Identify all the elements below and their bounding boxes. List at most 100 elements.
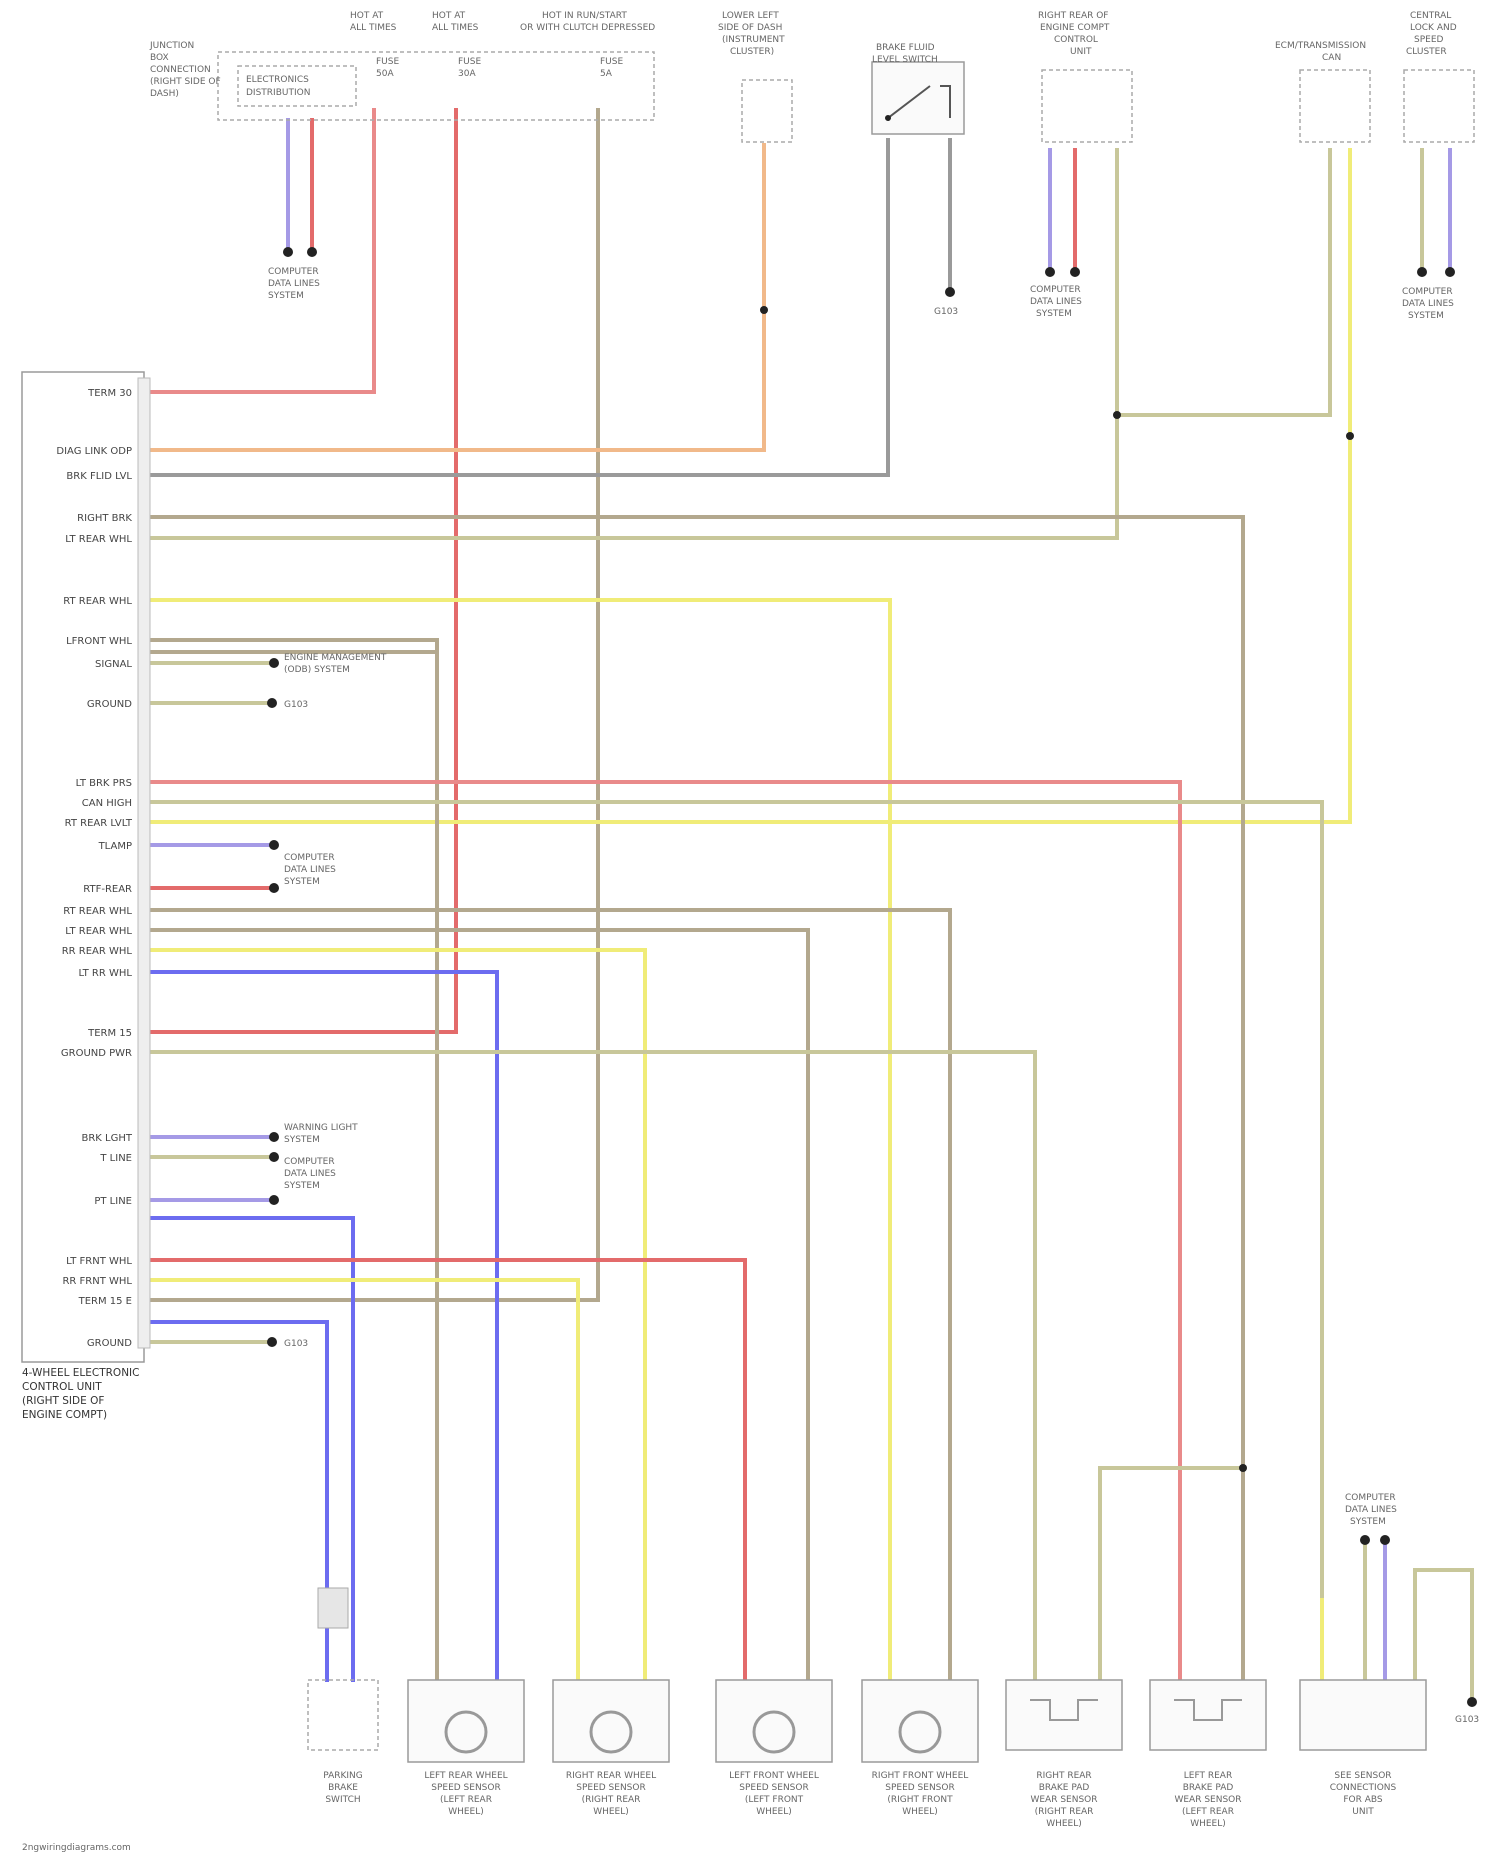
splice-dot-signal	[269, 658, 279, 668]
module-pin-label: TERM 15	[87, 1028, 132, 1039]
bottom-component-caption: SPEED SENSOR	[576, 1783, 646, 1793]
fuse3-header-2: OR WITH CLUTCH DEPRESSED	[520, 23, 655, 33]
wire-can-high	[148, 802, 1322, 1680]
bottom-component-caption: SWITCH	[325, 1795, 360, 1805]
ecm-transmission-module: ECM/TRANSMISSION CAN	[1275, 41, 1370, 440]
mid-module-label-1: ECM/TRANSMISSION	[1275, 41, 1366, 51]
mid-splice-dot	[1346, 432, 1354, 440]
engine-unit-label-3: CONTROL	[1054, 35, 1098, 45]
rr-pad-body	[1006, 1680, 1122, 1750]
bottom-ground-2: DATA LINES	[1345, 1505, 1397, 1515]
distribution-label-2: DISTRIBUTION	[246, 88, 310, 98]
module-pin-label: RR FRNT WHL	[62, 1276, 132, 1287]
module-caption-3: (RIGHT SIDE OF	[22, 1395, 104, 1407]
engine-unit-frame	[1042, 70, 1132, 142]
splice-s3-2: DATA LINES	[284, 865, 336, 875]
module-caption-1: 4-WHEEL ELECTRONIC	[22, 1367, 139, 1379]
abs-ground-dot-2	[1380, 1535, 1390, 1545]
right-module-label-3: SPEED	[1414, 35, 1444, 45]
bottom-component-caption: LEFT FRONT WHEEL	[729, 1771, 819, 1781]
module-pin-label: TERM 15 E	[78, 1296, 132, 1307]
module-pin-label: RT REAR WHL	[63, 906, 132, 917]
bottom-component-caption: BRAKE	[328, 1783, 358, 1793]
bottom-ground-g: G103	[1455, 1715, 1479, 1725]
distribution-label-1: ELECTRONICS	[246, 75, 309, 85]
mid-module-label-2: CAN	[1322, 53, 1341, 63]
bottom-component-caption: LEFT REAR WHEEL	[424, 1771, 507, 1781]
bottom-component-caption: RIGHT FRONT WHEEL	[872, 1771, 969, 1781]
brake-ground-label: G103	[934, 307, 958, 317]
module-splices: ENGINE MANAGEMENT (ODB) SYSTEM G103 COMP…	[267, 653, 1247, 1472]
lr-pad-body	[1150, 1680, 1266, 1750]
module-caption-4: ENGINE COMPT)	[22, 1409, 107, 1421]
wire-mid-yellow	[148, 150, 1350, 822]
bottom-component-caption: (RIGHT REAR	[582, 1795, 641, 1805]
engine-ground-2: DATA LINES	[1030, 297, 1082, 307]
splice-s5-3: SYSTEM	[284, 1181, 320, 1191]
abs-unit	[1300, 1680, 1426, 1750]
fuse3-label-2: 5A	[600, 69, 613, 79]
instrument-cluster: LOWER LEFT SIDE OF DASH (INSTRUMENT CLUS…	[718, 11, 792, 314]
bottom-component-caption: (LEFT REAR	[440, 1795, 492, 1805]
wire-ground-2b	[148, 1322, 327, 1680]
bottom-component-caption: WHEEL)	[448, 1807, 484, 1817]
wire-lt-brk-prs	[148, 782, 1180, 1680]
bottom-component-caption: FOR ABS	[1343, 1795, 1383, 1805]
module-pin-label: LFRONT WHL	[66, 636, 132, 647]
fuse-junction-box: JUNCTION BOX CONNECTION (RIGHT SIDE OF D…	[149, 11, 655, 301]
lf-sensor-body	[716, 1680, 832, 1762]
module-pin-label: RR REAR WHL	[62, 946, 133, 957]
splice-s2: G103	[284, 700, 308, 710]
dist-ground-3: SYSTEM	[268, 291, 304, 301]
splice-dot-tlamp	[269, 840, 279, 850]
splice-dot-ground	[267, 698, 277, 708]
bottom-component-caption: BRAKE PAD	[1039, 1783, 1090, 1793]
cluster-frame	[742, 80, 792, 142]
splice-dot-brk-branch	[1239, 1464, 1247, 1472]
module-pin-label: TERM 30	[87, 388, 132, 399]
bottom-component-caption: CONNECTIONS	[1330, 1783, 1397, 1793]
fuse3-label-1: FUSE	[600, 57, 623, 67]
engine-unit-label-2: ENGINE COMPT	[1040, 23, 1110, 33]
rf-sensor-body	[862, 1680, 978, 1762]
right-module-label-4: CLUSTER	[1406, 47, 1447, 57]
distribution-frame	[238, 66, 356, 106]
bottom-component-caption: SPEED SENSOR	[739, 1783, 809, 1793]
left-front-speed-sensor	[716, 1680, 832, 1762]
bottom-component-caption: WEAR SENSOR	[1174, 1795, 1241, 1805]
junction-label-5: DASH)	[150, 89, 179, 99]
splice-dot-brk-lght	[269, 1132, 279, 1142]
module-pin-label: LT RR WHL	[78, 968, 132, 979]
engine-unit-label-1: RIGHT REAR OF	[1038, 11, 1108, 21]
module-pin-label: LT BRK PRS	[76, 778, 132, 789]
left-rear-speed-sensor	[408, 1680, 524, 1762]
cluster-label-2: SIDE OF DASH	[718, 23, 782, 33]
wire-lt-rr-whl	[148, 972, 497, 1680]
control-module: TERM 30DIAG LINK ODPBRK FLID LVLRIGHT BR…	[22, 372, 150, 1421]
module-pin-label: T LINE	[99, 1153, 132, 1164]
lr-sensor-body	[408, 1680, 524, 1762]
brake-switch-label-2: LEVEL SWITCH	[872, 55, 938, 65]
rr-sensor-body	[553, 1680, 669, 1762]
bottom-component-caption: (LEFT FRONT	[745, 1795, 804, 1805]
splice-s5-1: COMPUTER	[284, 1157, 335, 1167]
module-connector	[138, 378, 150, 1348]
abs-g-dot	[1467, 1697, 1477, 1707]
wire-engine-to-mid	[1117, 150, 1330, 415]
module-pin-labels: TERM 30DIAG LINK ODPBRK FLID LVLRIGHT BR…	[56, 388, 132, 1349]
module-pin-label: RTF-REAR	[83, 884, 132, 895]
module-pin-label: SIGNAL	[95, 659, 132, 670]
bottom-component-caption: SPEED SENSOR	[885, 1783, 955, 1793]
bottom-component-caption: WHEEL)	[1046, 1819, 1082, 1829]
mid-module-frame	[1300, 70, 1370, 142]
splice-s1-1: ENGINE MANAGEMENT	[284, 653, 387, 663]
fuse1-header-1: HOT AT	[350, 11, 384, 21]
wire-term15	[148, 110, 456, 1032]
central-lock-module: CENTRAL LOCK AND SPEED CLUSTER COMPUTER …	[1402, 11, 1474, 321]
wire-right-brk	[148, 517, 1243, 1680]
module-pin-label: BRK LGHT	[82, 1133, 133, 1144]
splice-s4-2: SYSTEM	[284, 1135, 320, 1145]
fuse2-header-2: ALL TIMES	[432, 23, 479, 33]
parking-brake-switch	[308, 1680, 378, 1750]
module-pin-label: DIAG LINK ODP	[56, 446, 132, 457]
